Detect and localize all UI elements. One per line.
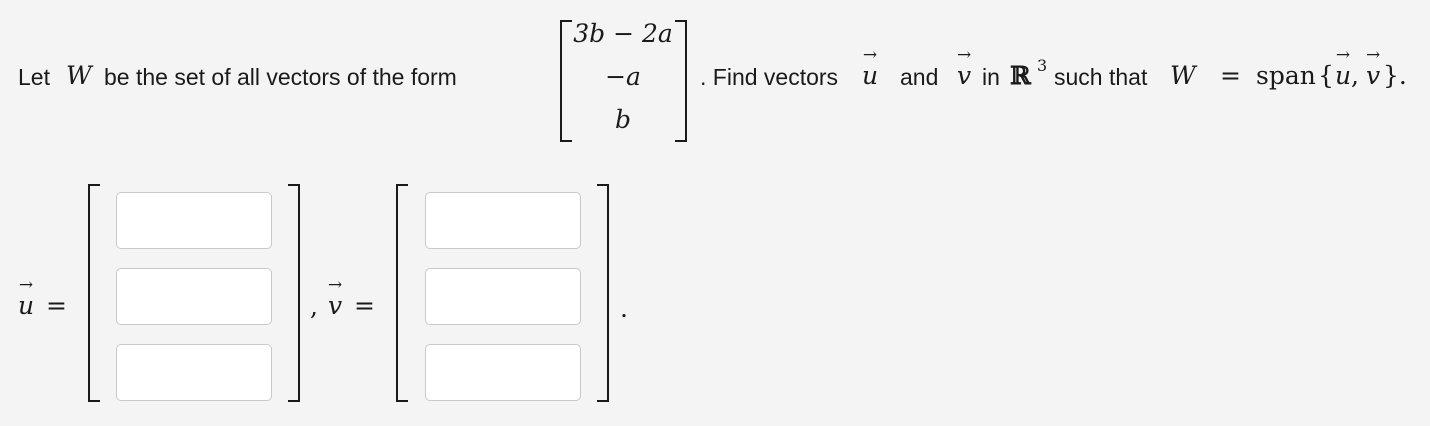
span-close-brace: }. — [1383, 61, 1407, 90]
span-v-symbol: v — [1366, 61, 1380, 90]
u-right-bracket — [288, 184, 300, 402]
matrix-entry-1: 3b − 2a — [573, 19, 673, 48]
find-text: . Find vectors — [700, 64, 839, 90]
matrix-entry-2: −a — [605, 62, 641, 91]
in-text: in — [982, 64, 1000, 90]
u-left-bracket — [88, 184, 100, 402]
v-answer-label: v — [328, 291, 342, 320]
answer-end-period: . — [620, 294, 628, 323]
u-answer-label: u — [18, 291, 34, 320]
v-component-3-input[interactable] — [425, 344, 581, 401]
w-symbol-2: W — [1170, 61, 1196, 90]
u-component-2-input[interactable] — [116, 268, 272, 325]
intro-text: Let — [18, 64, 50, 90]
u-component-1-input[interactable] — [116, 192, 272, 249]
span-open-brace: { — [1318, 61, 1334, 90]
matrix-entry-3: b — [614, 105, 631, 134]
matrix-right-bracket — [675, 20, 687, 142]
v-component-1-input[interactable] — [425, 192, 581, 249]
v-vector-symbol: v — [957, 61, 971, 90]
v-component-2-input[interactable] — [425, 268, 581, 325]
u-component-3-input[interactable] — [116, 344, 272, 401]
problem-text-middle: be the set of all vectors of the form — [104, 64, 457, 90]
u-equals-sign: = — [46, 291, 67, 320]
equals-sign: = — [1220, 61, 1241, 90]
space-exponent: 3 — [1037, 56, 1048, 75]
span-comma: , — [1351, 61, 1359, 90]
v-left-bracket — [396, 184, 408, 402]
span-u-symbol: u — [1335, 61, 1351, 90]
w-symbol: W — [66, 61, 92, 90]
such-that-text: such that — [1054, 64, 1148, 90]
u-vector-symbol: u — [862, 61, 878, 90]
real-space-symbol: ℝ — [1010, 61, 1031, 90]
matrix-left-bracket — [560, 20, 572, 142]
v-equals-sign: = — [354, 291, 375, 320]
and-text: and — [900, 64, 939, 90]
v-right-bracket — [597, 184, 609, 402]
vector-separator-comma: , — [310, 292, 318, 321]
span-text: span — [1256, 61, 1316, 90]
